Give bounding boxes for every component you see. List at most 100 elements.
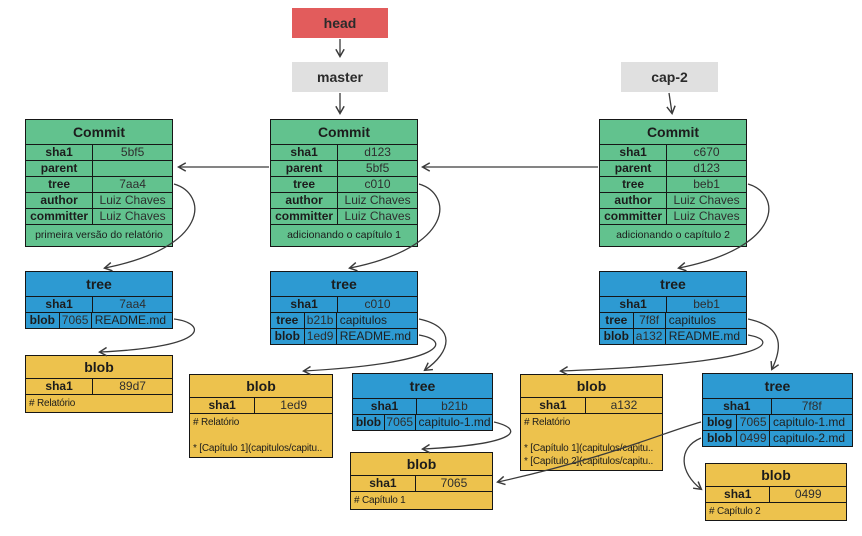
commit-row-committer: committer Luiz Chaves bbox=[271, 208, 417, 224]
content-line: # Relatório bbox=[524, 417, 571, 428]
entry-sha: b21b bbox=[305, 313, 337, 328]
content-line: * [Capítulo 1](capitulos/capitu.. bbox=[193, 443, 323, 454]
content-line: # Relatório bbox=[29, 398, 76, 409]
tree-value: beb1 bbox=[693, 177, 720, 191]
blob-row-sha1: sha1 0499 bbox=[706, 486, 846, 502]
tree-row-sha1: sha1 c010 bbox=[271, 296, 417, 312]
entry-sha: 1ed9 bbox=[305, 329, 337, 344]
commit-row-parent: parent d123 bbox=[600, 160, 746, 176]
entry-sha: 7065 bbox=[60, 313, 92, 328]
sha1-value: 7aa4 bbox=[119, 297, 146, 311]
commit-c670: Commit sha1 c670 parent d123 tree beb1 a… bbox=[599, 119, 747, 247]
tree-title: tree bbox=[764, 378, 791, 394]
tree-c010: tree sha1 c010 tree b21b capitulos blob … bbox=[270, 271, 418, 345]
parent-label: parent bbox=[600, 161, 668, 176]
entry-sha: 7065 bbox=[385, 415, 416, 430]
content-line: # Capítulo 1 bbox=[354, 495, 406, 506]
sha1-value: a132 bbox=[610, 398, 638, 412]
commit-row-author: author Luiz Chaves bbox=[271, 192, 417, 208]
arrow-tree-beb1-to-tree-7f8f bbox=[747, 318, 780, 371]
commit-row-parent: parent bbox=[26, 160, 172, 176]
entry-type: blob bbox=[26, 313, 60, 328]
committer-value: Luiz Chaves bbox=[99, 209, 166, 223]
commit-title: Commit bbox=[317, 124, 371, 140]
tree-label: tree bbox=[26, 177, 94, 192]
sha1-label: sha1 bbox=[703, 399, 772, 414]
content-line bbox=[524, 429, 659, 442]
committer-label: committer bbox=[600, 209, 668, 224]
sha1-value: c670 bbox=[693, 145, 720, 159]
blob-7065: blob sha1 7065 # Capítulo 1 bbox=[350, 452, 493, 510]
commit-row-author: author Luiz Chaves bbox=[600, 192, 746, 208]
tree-entry: blob 1ed9 README.md bbox=[271, 328, 417, 344]
parent-label: parent bbox=[26, 161, 94, 176]
blob-89d7: blob sha1 89d7 # Relatório bbox=[25, 355, 173, 413]
entry-type: blob bbox=[271, 329, 305, 344]
sha1-value: 7f8f bbox=[801, 399, 822, 413]
tree-title: tree bbox=[409, 378, 436, 394]
tree-row-sha1: sha1 b21b bbox=[353, 398, 492, 414]
tree-entry: blob a132 README.md bbox=[600, 328, 746, 344]
sha1-value: b21b bbox=[441, 399, 468, 413]
tree-7aa4: tree sha1 7aa4 blob 7065 README.md bbox=[25, 271, 173, 329]
blob-1ed9: blob sha1 1ed9 # Relatório * [Capítulo 1… bbox=[189, 374, 333, 458]
committer-value: Luiz Chaves bbox=[344, 209, 411, 223]
parent-value: 5bf5 bbox=[365, 161, 390, 175]
author-label: author bbox=[26, 193, 94, 208]
blob-content: # Relatório * [Capítulo 1](capitulos/cap… bbox=[190, 413, 332, 457]
tree-title: tree bbox=[331, 276, 357, 292]
tree-b21b: tree sha1 b21b blob 7065 capitulo-1.md bbox=[352, 373, 493, 431]
commit-row-sha1: sha1 c670 bbox=[600, 144, 746, 160]
sha1-label: sha1 bbox=[600, 297, 668, 312]
blob-title: blob bbox=[246, 378, 276, 394]
content-line: * [Capítulo 1](capitulos/capitu.. bbox=[524, 443, 654, 454]
tree-7f8f: tree sha1 7f8f blog 7065 capitulo-1.md b… bbox=[702, 373, 853, 447]
sha1-label: sha1 bbox=[26, 145, 94, 160]
content-line bbox=[193, 429, 329, 442]
entry-name: README.md bbox=[668, 329, 741, 343]
entry-sha: 7f8f bbox=[634, 313, 666, 328]
ref-head: head bbox=[292, 8, 388, 38]
blob-content: # Relatório * [Capítulo 1](capitulos/cap… bbox=[521, 413, 662, 470]
author-value: Luiz Chaves bbox=[99, 193, 166, 207]
entry-name: README.md bbox=[94, 313, 167, 327]
blob-row-sha1: sha1 a132 bbox=[521, 397, 662, 413]
blob-a132: blob sha1 a132 # Relatório * [Capítulo 1… bbox=[520, 374, 663, 471]
entry-type: tree bbox=[271, 313, 305, 328]
entry-name: capitulo-2.md bbox=[773, 431, 846, 445]
blob-content: # Capítulo 2 bbox=[706, 502, 846, 520]
tree-title: tree bbox=[660, 276, 686, 292]
sha1-label: sha1 bbox=[26, 379, 94, 394]
committer-label: committer bbox=[271, 209, 339, 224]
blob-title: blob bbox=[576, 378, 607, 394]
sha1-label: sha1 bbox=[271, 145, 339, 160]
tree-entry: blob 7065 capitulo-1.md bbox=[353, 414, 492, 430]
entry-sha: 0499 bbox=[737, 431, 771, 446]
sha1-label: sha1 bbox=[600, 145, 668, 160]
sha1-label: sha1 bbox=[271, 297, 339, 312]
tree-entry: tree b21b capitulos bbox=[271, 312, 417, 328]
commit-message: primeira versão do relatório bbox=[26, 224, 172, 246]
sha1-value: 89d7 bbox=[119, 379, 146, 393]
entry-type: blob bbox=[353, 415, 385, 430]
commit-5bf5: Commit sha1 5bf5 parent tree 7aa4 author… bbox=[25, 119, 173, 247]
blob-title: blob bbox=[406, 456, 437, 472]
sha1-label: sha1 bbox=[190, 398, 256, 413]
tree-row-sha1: sha1 7aa4 bbox=[26, 296, 172, 312]
blob-content: # Relatório bbox=[26, 394, 172, 412]
tree-beb1: tree sha1 beb1 tree 7f8f capitulos blob … bbox=[599, 271, 747, 345]
blob-row-sha1: sha1 7065 bbox=[351, 475, 492, 491]
blob-0499: blob sha1 0499 # Capítulo 2 bbox=[705, 463, 847, 521]
sha1-value: beb1 bbox=[693, 297, 720, 311]
arrow-tree-7f8f-to-blob-0499 bbox=[683, 437, 703, 491]
entry-sha: a132 bbox=[634, 329, 666, 344]
sha1-value: 5bf5 bbox=[120, 145, 145, 159]
entry-type: blob bbox=[703, 431, 738, 446]
entry-type: blob bbox=[600, 329, 634, 344]
blob-title: blob bbox=[84, 359, 114, 375]
sha1-label: sha1 bbox=[706, 487, 771, 502]
commit-row-sha1: sha1 5bf5 bbox=[26, 144, 172, 160]
commit-row-author: author Luiz Chaves bbox=[26, 192, 172, 208]
sha1-label: sha1 bbox=[353, 399, 417, 414]
tree-title: tree bbox=[86, 276, 112, 292]
